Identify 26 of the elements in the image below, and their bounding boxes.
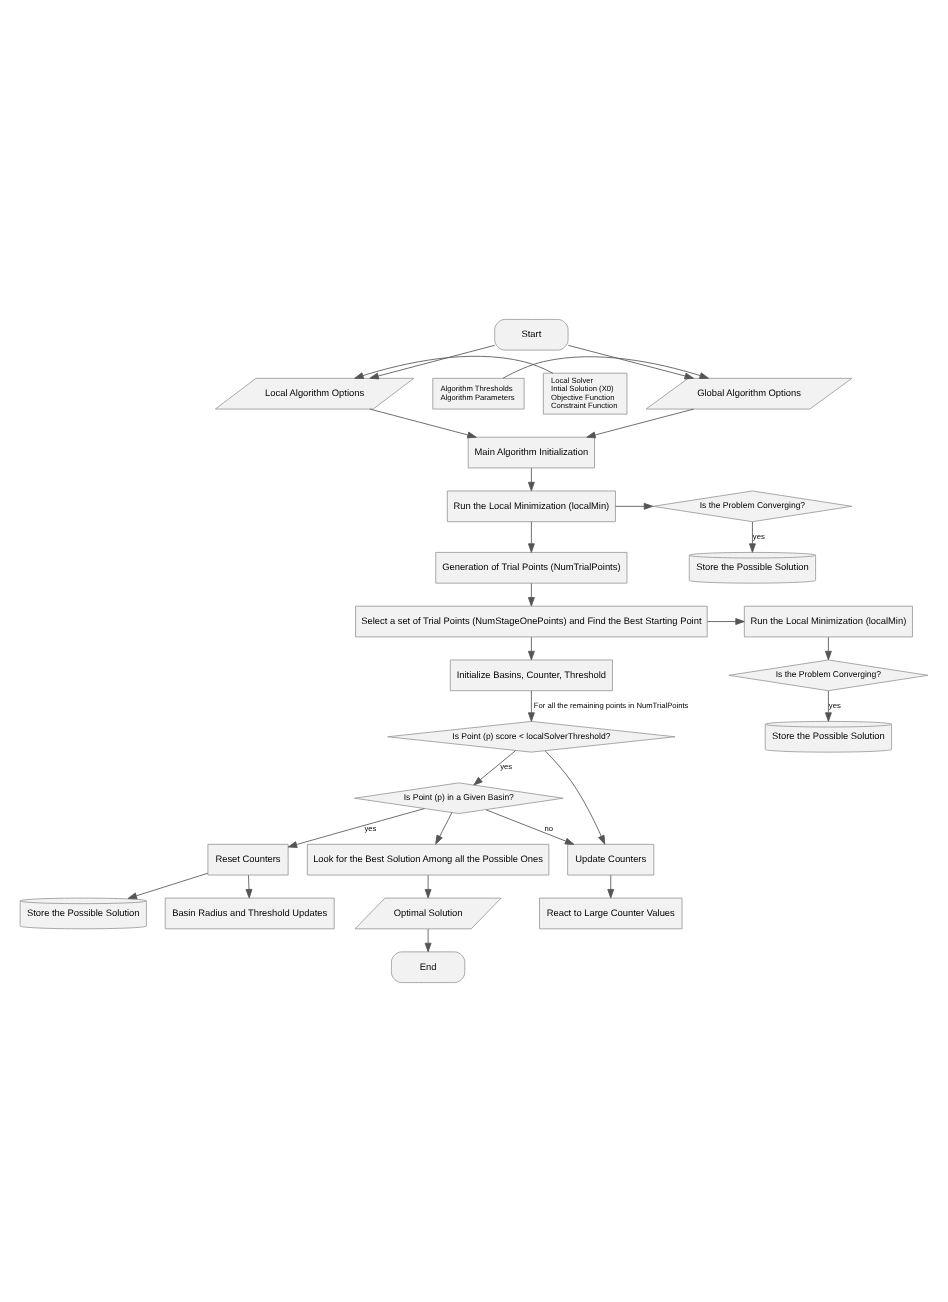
arrow xyxy=(424,874,432,899)
arrow xyxy=(527,583,535,607)
arrow xyxy=(369,408,477,439)
arrow xyxy=(615,502,654,510)
arrow xyxy=(527,467,535,492)
arrow xyxy=(245,874,253,899)
arrow xyxy=(749,521,756,553)
arrow xyxy=(707,618,745,625)
arrow xyxy=(586,408,694,439)
arrow xyxy=(567,344,694,380)
arrow xyxy=(424,928,432,953)
arrow xyxy=(502,356,709,379)
arrow xyxy=(435,812,453,845)
arrow xyxy=(369,344,496,380)
arrow xyxy=(544,750,606,845)
arrow xyxy=(527,636,535,661)
arrow xyxy=(287,808,425,848)
arrow xyxy=(473,750,517,786)
arrow xyxy=(825,690,832,722)
arrow xyxy=(527,690,535,722)
arrow xyxy=(527,521,535,553)
arrow xyxy=(127,872,209,900)
arrow xyxy=(825,636,832,661)
arrow xyxy=(485,809,575,845)
arrow xyxy=(607,874,615,899)
arrow xyxy=(354,355,554,379)
